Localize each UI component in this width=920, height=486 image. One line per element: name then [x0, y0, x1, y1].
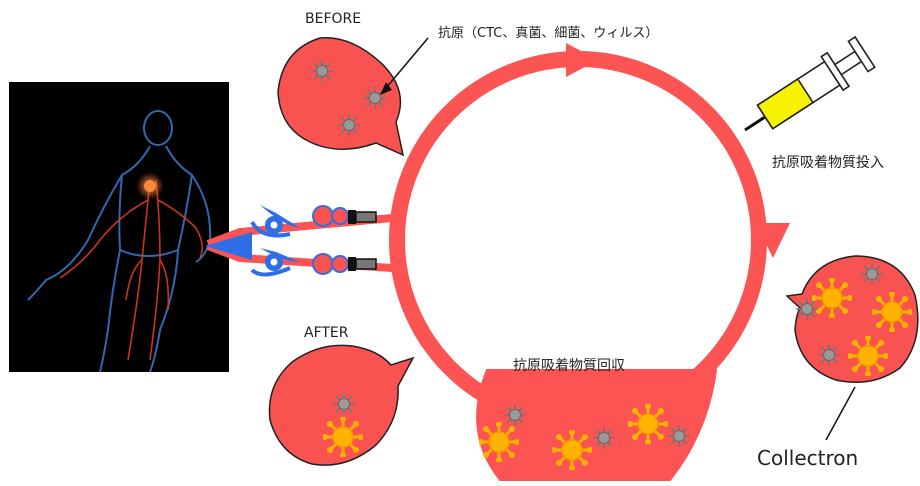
antigen-leader-arrowhead	[380, 82, 392, 95]
flow-arrow-top-icon	[566, 43, 598, 77]
flow-arrow-right-icon	[756, 223, 790, 258]
clamp-icon	[250, 248, 300, 277]
syringe-icon	[744, 35, 876, 132]
antigen-particle-icon	[311, 60, 333, 82]
antigen-particle-icon	[796, 298, 818, 320]
adsorbent-injection-label: 抗原吸着物質投入	[772, 155, 884, 171]
antigen-particle-icon	[818, 344, 840, 366]
adsorbent-recovery-label: 抗原吸着物質回収	[513, 358, 625, 374]
antigen-particle-icon	[338, 114, 360, 136]
recovery-container	[476, 369, 718, 481]
adsorbent-particle-icon	[848, 336, 888, 376]
adsorbent-particle-icon	[479, 422, 519, 462]
antigen-particle-icon	[504, 404, 526, 426]
adsorbent-particle-icon	[812, 278, 852, 318]
human-body-image	[9, 82, 229, 373]
collectron-leader-line	[825, 386, 856, 441]
adsorbent-particle-icon	[323, 417, 363, 457]
antigen-particle-icon	[668, 425, 690, 447]
connector-icon	[348, 210, 377, 224]
collectron-label: Collectron	[757, 446, 859, 470]
antigen-label: 抗原（CTC、真菌、細菌、ウィルス）	[438, 26, 659, 41]
tube-bulbs	[312, 205, 349, 275]
connector-icon	[348, 257, 377, 271]
adsorbent-particle-icon	[628, 404, 668, 444]
catheter-tip-icon	[205, 232, 252, 260]
adsorbent-particle-icon	[872, 292, 912, 332]
before-bubble	[277, 36, 405, 157]
antigen-particle-icon	[861, 263, 883, 285]
antigen-leader-line	[385, 37, 429, 89]
adsorbent-particle-icon	[552, 430, 592, 470]
after-label: AFTER	[304, 325, 349, 341]
antigen-particle-icon	[593, 427, 615, 449]
clamp-icon	[250, 205, 300, 238]
antigen-particle-icon	[333, 393, 355, 415]
before-label: BEFORE	[305, 11, 362, 27]
